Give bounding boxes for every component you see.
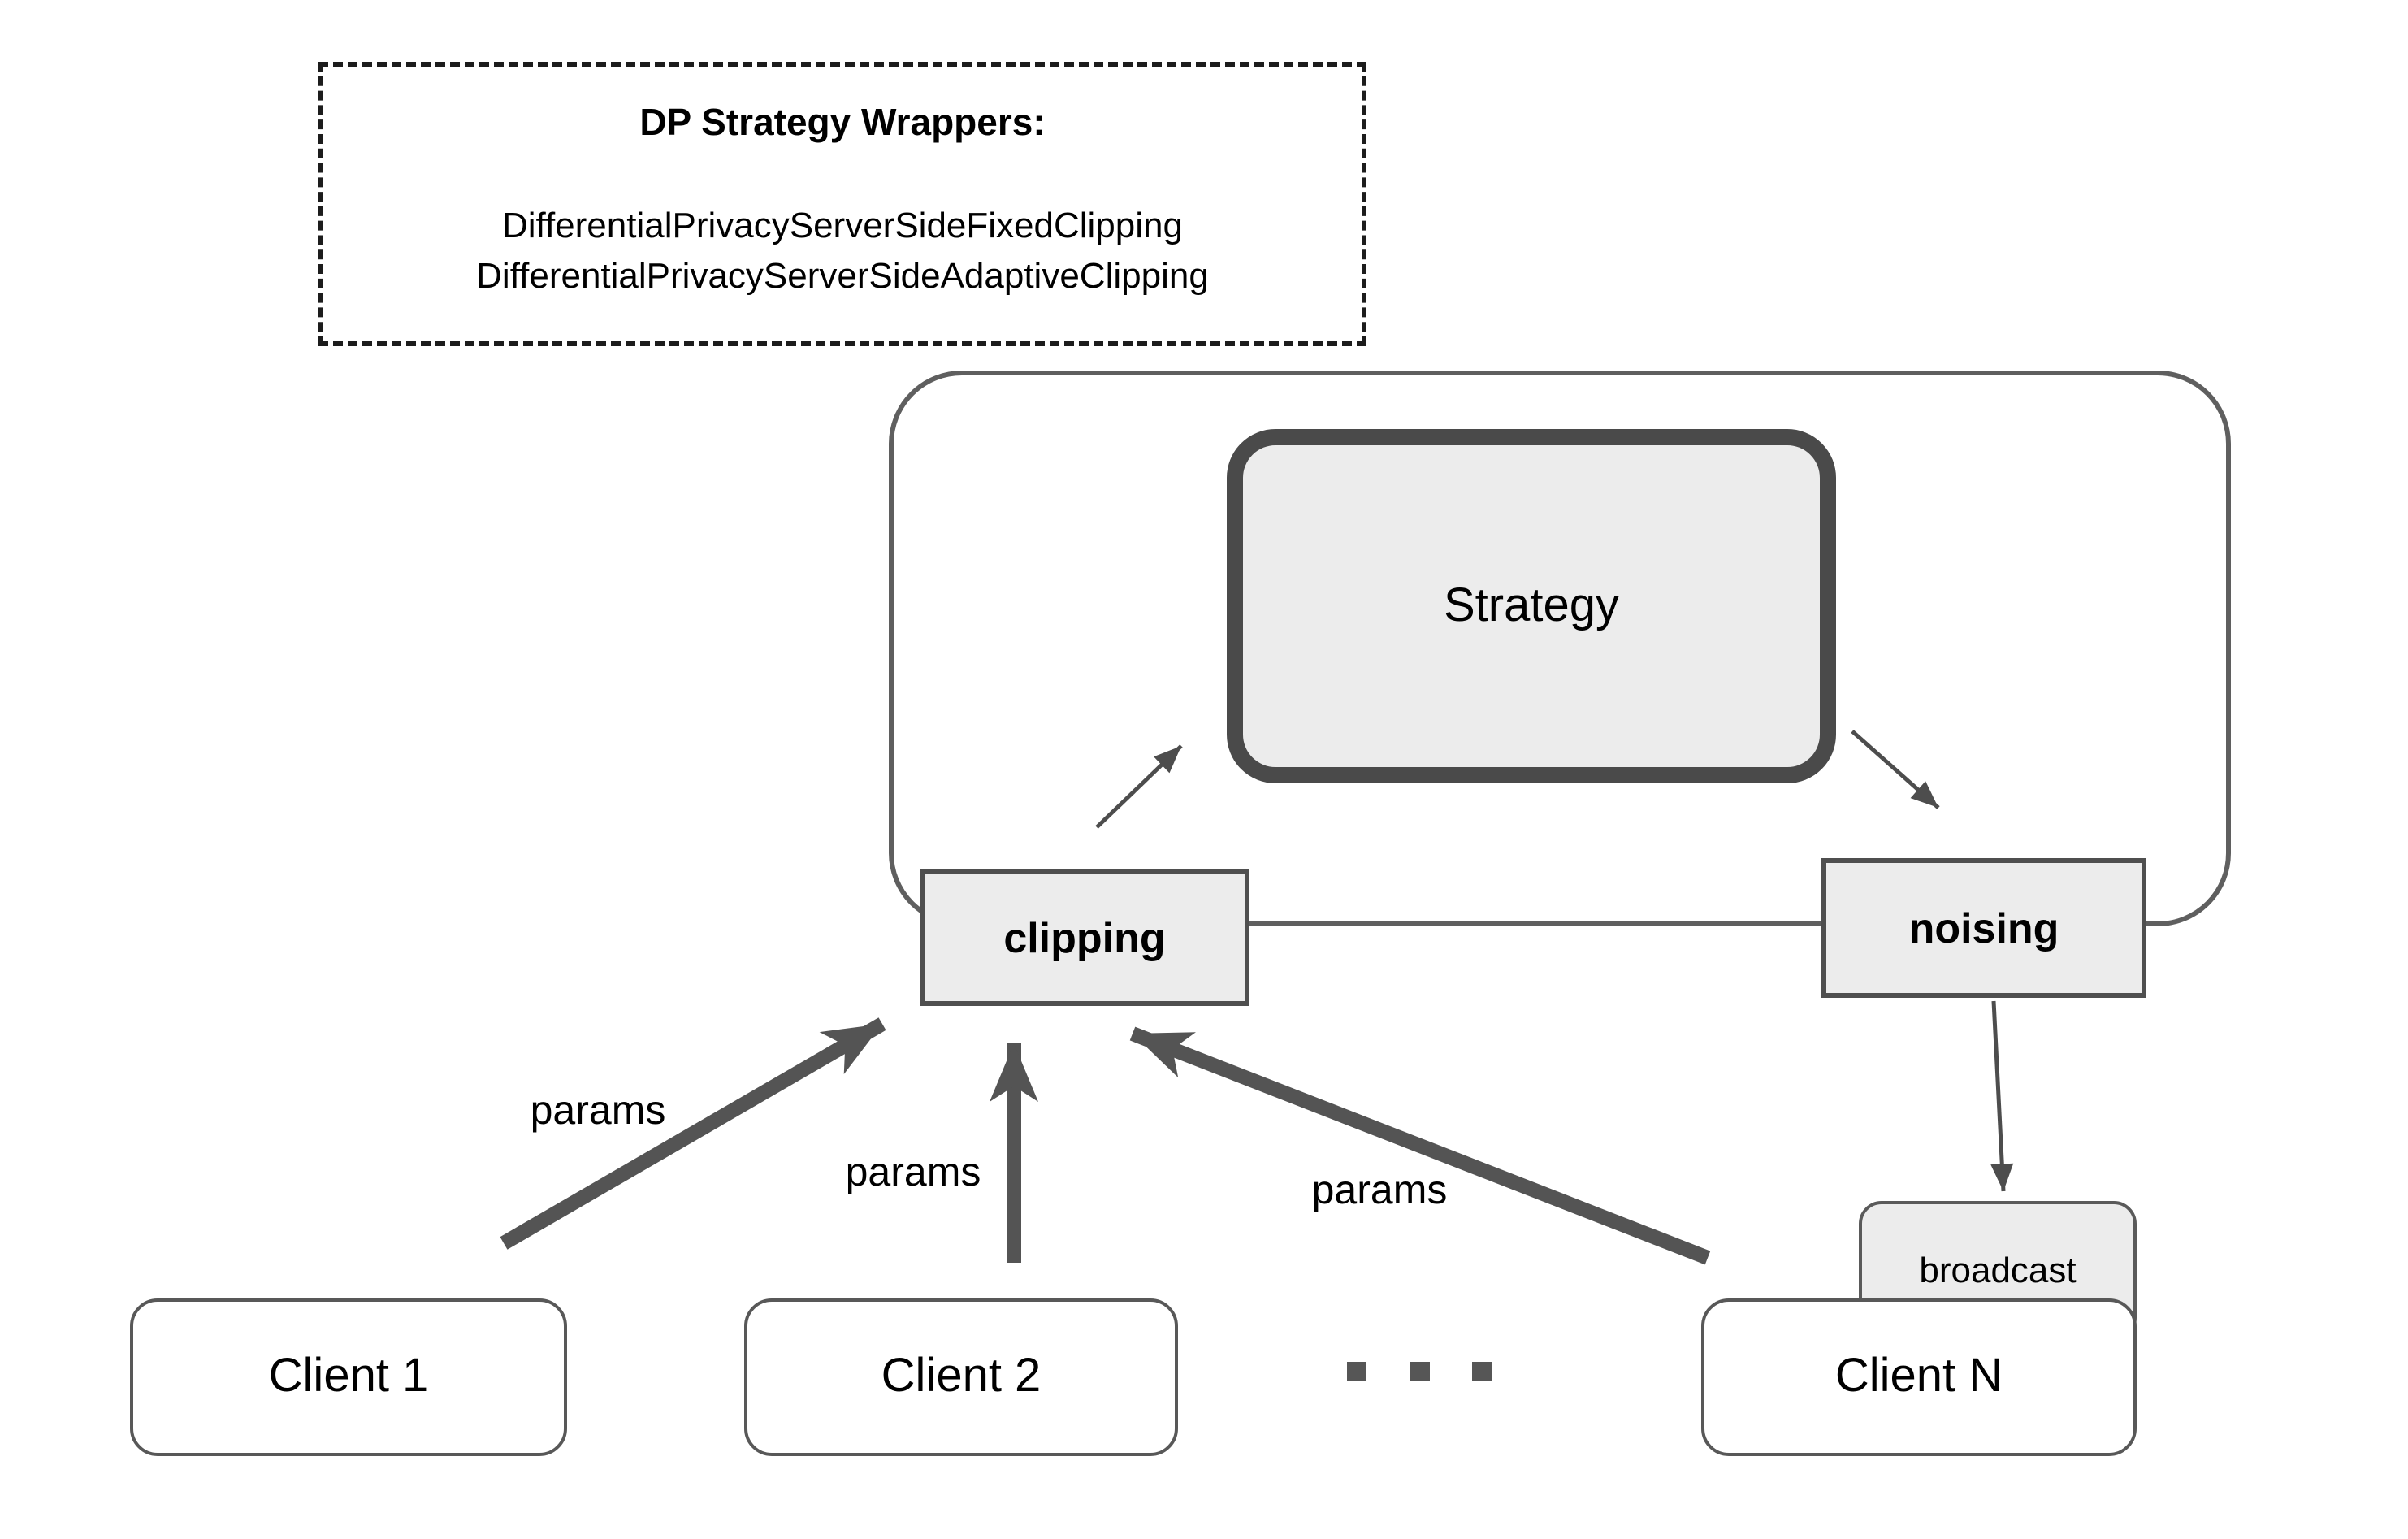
client-n-box: Client N xyxy=(1701,1298,2137,1456)
client-n-label: Client N xyxy=(1834,1350,2003,1402)
ellipsis-dot xyxy=(1472,1362,1492,1381)
wrapper-class-fixed-clipping: DifferentialPrivacyServerSideFixedClippi… xyxy=(501,205,1183,245)
wrapper-class-list: DifferentialPrivacyServerSideFixedClippi… xyxy=(476,200,1209,301)
client-2-label: Client 2 xyxy=(881,1350,1042,1402)
ellipsis-dot xyxy=(1347,1362,1366,1381)
client-1-box: Client 1 xyxy=(130,1298,567,1456)
clipping-box: clipping xyxy=(920,869,1249,1006)
client-2-box: Client 2 xyxy=(744,1298,1178,1456)
params-arrow-clientn-to-clipping xyxy=(1129,1026,1711,1265)
params-label-1: params xyxy=(530,1088,666,1134)
note-title: DP Strategy Wrappers: xyxy=(639,101,1046,143)
params-label-3: params xyxy=(1311,1168,1448,1213)
client-1-label: Client 1 xyxy=(268,1350,429,1402)
broadcast-label: broadcast xyxy=(1919,1250,2077,1290)
noising-box: noising xyxy=(1821,858,2146,998)
strategy-box: Strategy xyxy=(1227,429,1836,783)
wrapper-class-adaptive-clipping: DifferentialPrivacyServerSideAdaptiveCli… xyxy=(476,255,1209,296)
ellipsis-dots xyxy=(1347,1362,1492,1381)
strategy-label: Strategy xyxy=(1444,579,1619,631)
noising-label: noising xyxy=(1908,903,2059,952)
dp-wrappers-note: DP Strategy Wrappers: DifferentialPrivac… xyxy=(318,62,1366,346)
clipping-label: clipping xyxy=(1003,913,1166,961)
arrow-noising-to-broadcast xyxy=(1990,1000,2014,1192)
params-label-2: params xyxy=(845,1150,981,1195)
ellipsis-dot xyxy=(1410,1362,1430,1381)
